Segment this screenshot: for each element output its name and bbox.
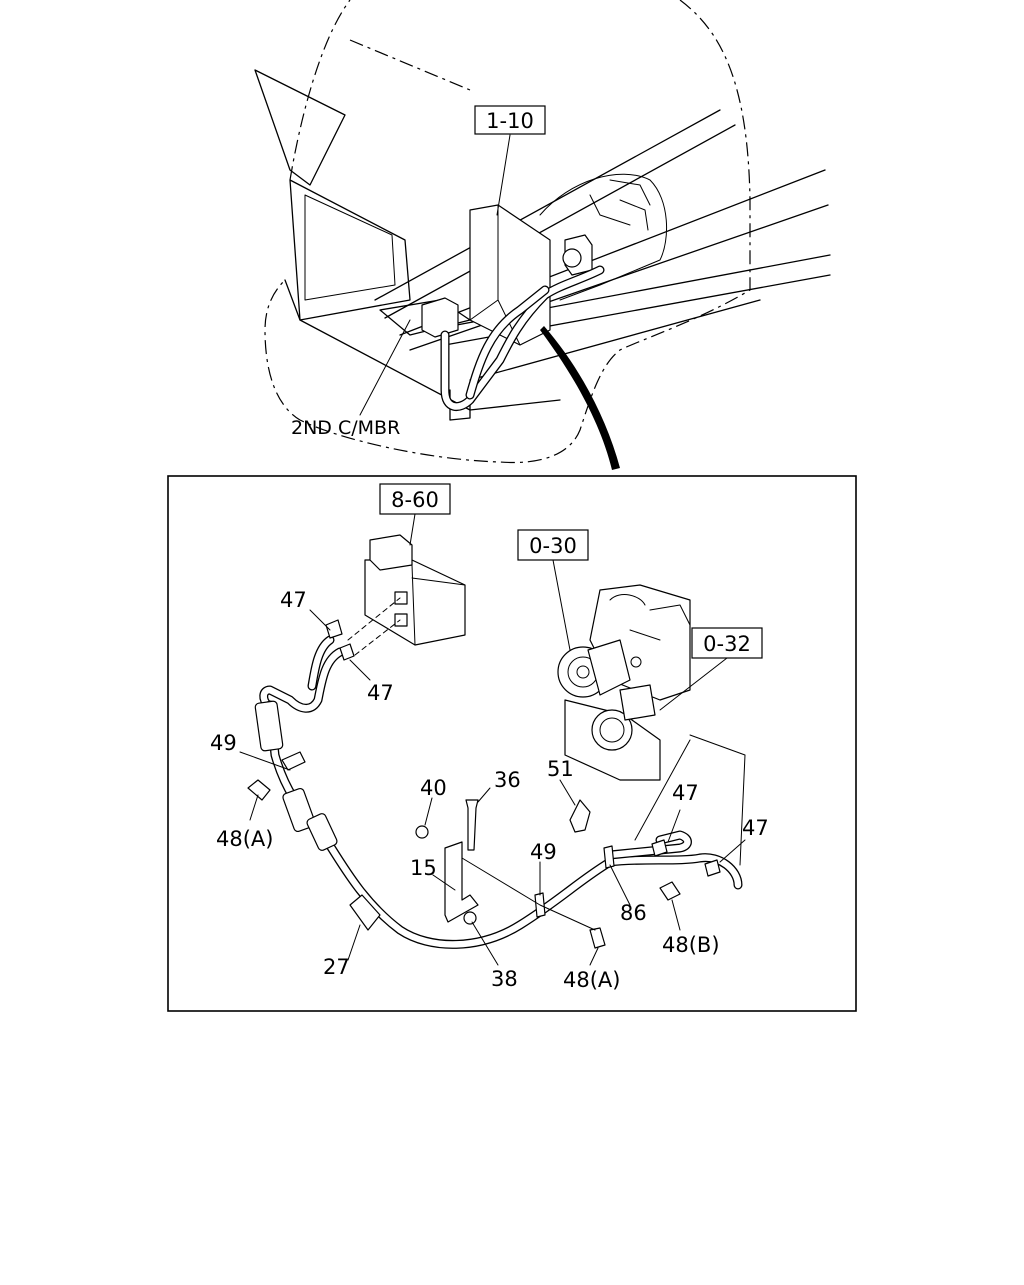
engine-detail: [589, 179, 651, 231]
truck-overview: [254, 0, 831, 470]
bracket-15: [247, 597, 721, 949]
part-49-a: 49: [210, 731, 237, 755]
bolt-48a-1: [247, 779, 271, 801]
part-15: 15: [410, 856, 437, 880]
accessory-pulley: [562, 248, 582, 268]
ref-box-1-10: [474, 105, 546, 135]
detail-arrow: [540, 326, 620, 470]
ref-0-30-text: 0-30: [529, 534, 577, 558]
ref-box-0-32: [691, 627, 763, 659]
oring-47a: [325, 619, 343, 639]
leader-0-30: [552, 559, 571, 651]
oring-47c: [651, 839, 668, 857]
leader-8-60: [409, 513, 416, 546]
grille-panel: [289, 179, 411, 321]
part-47-d: 47: [742, 816, 769, 840]
grille-inner: [304, 194, 396, 301]
leader-1-10: [496, 134, 511, 216]
clip-51: [569, 799, 591, 833]
frame-rail-left: [374, 109, 829, 351]
ref-1-10-text: 1-10: [486, 109, 534, 133]
part-47-c: 47: [672, 781, 699, 805]
part-86: 86: [620, 901, 647, 925]
engine-assembly: [557, 584, 691, 781]
bolt-36: [465, 799, 479, 851]
engine-pulley: [591, 709, 633, 751]
detail-frame: [167, 475, 857, 1012]
oring-47d: [704, 859, 721, 877]
leader-member: [359, 319, 411, 416]
part-51: 51: [547, 757, 574, 781]
part-36: 36: [494, 768, 521, 792]
part-leaders: [239, 609, 746, 966]
engine-outline: [539, 173, 668, 301]
ref-0-32-text: 0-32: [703, 632, 751, 656]
receiver-box: [421, 297, 459, 338]
part-38: 38: [491, 967, 518, 991]
floor-edge: [284, 279, 561, 411]
leader-0-32: [659, 657, 728, 711]
cab-outline: [264, 0, 751, 464]
part-49-b: 49: [530, 840, 557, 864]
bolt-48a-2: [589, 927, 606, 949]
receiver-drier: [364, 534, 466, 646]
part-48a-2: 48(A): [563, 968, 620, 992]
clamp-49a: [281, 751, 306, 771]
hood-panel: [254, 69, 346, 186]
nut-40: [415, 825, 429, 839]
bolt-48b: [659, 881, 681, 901]
hose-assembly: [254, 635, 746, 949]
part-48a-1: 48(A): [216, 827, 273, 851]
cab-inner-line: [349, 39, 471, 91]
ref-8-60-text: 8-60: [391, 488, 439, 512]
clamp-86: [603, 845, 615, 869]
part-40: 40: [420, 776, 447, 800]
part-48b: 48(B): [662, 933, 720, 957]
part-27: 27: [323, 955, 350, 979]
nut-38: [463, 911, 477, 925]
oring-47b: [339, 643, 355, 661]
part-47-b: 47: [367, 681, 394, 705]
member-label: 2ND C/MBR: [291, 417, 400, 439]
part-47-a: 47: [280, 588, 307, 612]
